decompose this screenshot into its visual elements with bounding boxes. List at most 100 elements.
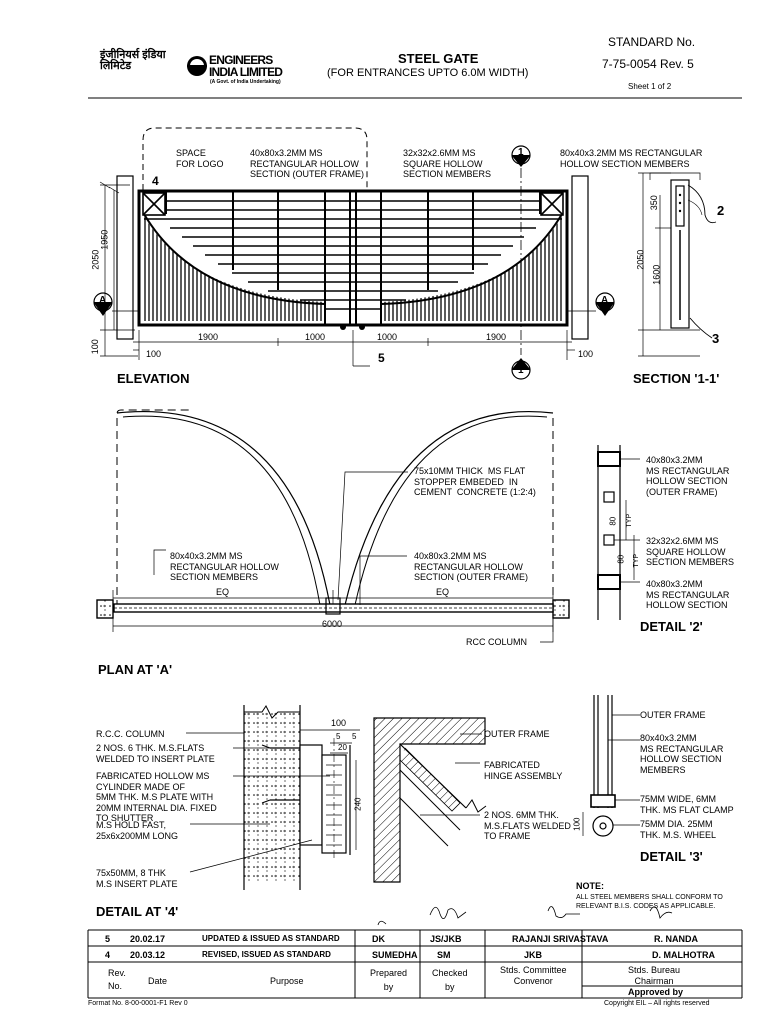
detail3-title: DETAIL '3': [640, 849, 703, 864]
dim-1000-left: 1000: [305, 332, 326, 342]
rev-date: 20.03.12: [130, 950, 166, 960]
note-hollow-cylinder: FABRICATED HOLLOW MS CYLINDER MADE OF 5M…: [96, 771, 217, 823]
dim-80-b: 80: [616, 554, 626, 564]
th-date: Date: [148, 976, 168, 986]
detail3-note-outer: OUTER FRAME: [640, 710, 706, 720]
drawing-subtitle: (FOR ENTRANCES UPTO 6.0M WIDTH): [327, 67, 529, 79]
detail3-note-clamp: 75MM WIDE, 6MM THK. MS FLAT CLAMP: [640, 794, 734, 815]
dim-1000-right: 1000: [377, 332, 398, 342]
note-text: ALL STEEL MEMBERS SHALL CONFORM TO RELEV…: [576, 894, 723, 910]
eil-logo-mark: [187, 56, 207, 76]
dim-100-left: 100: [89, 339, 100, 355]
dim-2050: 2050: [90, 249, 101, 270]
logo-hindi: इंजीनियर्स इंडिया लिमिटेड: [100, 49, 166, 72]
detail2-note-outer: 40x80x3.2MM MS RECTANGULAR HOLLOW SECTIO…: [646, 455, 730, 497]
marker-5: 5: [378, 351, 385, 365]
section-marker-bottom: [511, 358, 531, 380]
dim-100-d3: 100: [572, 817, 582, 831]
plan-cut-marker-left: [93, 292, 113, 317]
dim-100-bottom-left: 100: [146, 349, 162, 359]
th-convenor: Stds. Committee Convenor: [500, 965, 567, 986]
typ-a: TYP: [626, 513, 634, 528]
rev-purpose: REVISED, ISSUED AS STANDARD: [202, 950, 331, 959]
dim-6000: 6000: [322, 619, 343, 629]
rev-no: 5: [105, 934, 111, 944]
marker-3: 3: [712, 331, 720, 346]
marker-1-top: 1: [518, 147, 524, 158]
note-rect-hollow: 80x40x3.2MM MS RECTANGULAR HOLLOW SECTIO…: [560, 148, 703, 169]
dim-1900-left: 1900: [198, 332, 219, 342]
note-rcc: R.C.C. COLUMN: [96, 729, 165, 739]
logo-subtitle: (A Govt. of India Undertaking): [210, 79, 281, 85]
dim-240: 240: [353, 797, 363, 811]
th-approved: Approved by: [628, 987, 684, 997]
dim-80-a: 80: [608, 516, 618, 526]
rev-no: 4: [105, 950, 111, 960]
note-flats-welded: 2 NOS. 6MM THK. M.S.FLATS WELDED TO FRAM…: [484, 810, 571, 841]
dim-5-a: 5: [336, 732, 341, 741]
marker-4: 4: [152, 174, 159, 188]
rev-convenor: JKB: [524, 950, 543, 960]
footer-copyright: Copyright EIL – All rights reserved: [604, 1000, 710, 1007]
th-chairman: Stds. Bureau Chairman: [628, 965, 681, 986]
elevation-title: ELEVATION: [117, 371, 190, 386]
detail4-title: DETAIL AT '4': [96, 904, 179, 919]
marker-a-right: A: [601, 295, 609, 306]
note-hinge: FABRICATED HINGE ASSEMBLY: [484, 760, 563, 781]
rev-checked: JS/JKB: [430, 934, 462, 944]
note-hold-fast: M.S HOLD FAST, 25x6x200MM LONG: [96, 820, 179, 841]
section-marker-top: [511, 145, 531, 167]
note-logo-space: SPACE FOR LOGO: [176, 148, 224, 169]
rev-date: 20.02.17: [130, 934, 166, 944]
note-stopper: 75x10MM THICK MS FLAT STOPPER EMBEDED IN…: [414, 466, 536, 497]
standard-label: STANDARD No.: [608, 35, 696, 49]
dim-eq-left: EQ: [216, 587, 230, 597]
rev-prepared: DK: [372, 934, 385, 944]
note-plan-outer: 40x80x3.2MM MS RECTANGULAR HOLLOW SECTIO…: [414, 551, 528, 582]
note-outer-frame: 40x80x3.2MM MS RECTANGULAR HOLLOW SECTIO…: [250, 148, 364, 179]
revision-row: 5 20.02.17 UPDATED & ISSUED AS STANDARD …: [92, 932, 742, 947]
note-outer-frame-d4: OUTER FRAME: [484, 729, 550, 739]
rev-prepared: SUMEDHA: [372, 950, 418, 960]
th-rev: Rev. No.: [108, 968, 126, 991]
marker-1-bottom: 1: [518, 365, 524, 376]
detail3-note-wheel: 75MM DIA. 25MM THK. M.S. WHEEL: [640, 819, 717, 840]
plan-cut-marker-right: [595, 292, 615, 317]
marker-2: 2: [717, 203, 725, 218]
rev-convenor: RAJANJI SRIVASTAVA: [512, 934, 609, 944]
th-prepared: Prepared by: [370, 968, 408, 992]
rev-checked: SM: [437, 950, 451, 960]
sheet-number: Sheet 1 of 2: [628, 82, 672, 91]
dim-100-d4: 100: [331, 718, 347, 728]
logo-name-line2: INDIA LIMITED: [209, 65, 283, 79]
typ-b: TYP: [633, 553, 641, 568]
dim-eq-right: EQ: [436, 587, 450, 597]
detail2-title: DETAIL '2': [640, 619, 703, 634]
note-ms-flats: 2 NOS. 6 THK. M.S.FLATS WELDED TO INSERT…: [96, 743, 215, 764]
note-rcc-column: RCC COLUMN: [466, 637, 528, 647]
signatures: [377, 906, 673, 926]
drawing-title: STEEL GATE: [398, 51, 479, 66]
detail3-note-rect: 80x40x3.2MM MS RECTANGULAR HOLLOW SECTIO…: [640, 733, 724, 775]
dim-1900-right: 1900: [486, 332, 507, 342]
rev-purpose: UPDATED & ISSUED AS STANDARD: [202, 934, 340, 943]
th-purpose: Purpose: [270, 976, 304, 986]
detail2-note-square: 32x32x2.6MM MS SQUARE HOLLOW SECTION MEM…: [646, 536, 735, 567]
th-checked: Checked by: [432, 968, 468, 992]
note-square-hollow: 32x32x2.6MM MS SQUARE HOLLOW SECTION MEM…: [403, 148, 492, 179]
dim-20: 20: [338, 743, 347, 752]
section-title: SECTION '1-1': [633, 371, 720, 386]
dim-5-b: 5: [352, 732, 357, 741]
note-plan-rect: 80x40x3.2MM MS RECTANGULAR HOLLOW SECTIO…: [170, 551, 279, 582]
marker-a-left: A: [99, 295, 107, 306]
note-heading: NOTE:: [576, 881, 604, 891]
dim-100-bottom-right: 100: [578, 349, 594, 359]
revision-row: 4 20.03.12 REVISED, ISSUED AS STANDARD S…: [92, 948, 742, 963]
standard-number: 7-75-0054 Rev. 5: [602, 57, 694, 71]
detail2-note-rect: 40x80x3.2MM MS RECTANGULAR HOLLOW SECTIO…: [646, 579, 730, 610]
plan-title: PLAN AT 'A': [98, 662, 173, 677]
rev-chairman: R. NANDA: [654, 934, 698, 944]
dim-350: 350: [648, 195, 659, 211]
footer-format: Format No. 8-00-0001-F1 Rev 0: [88, 1000, 188, 1007]
